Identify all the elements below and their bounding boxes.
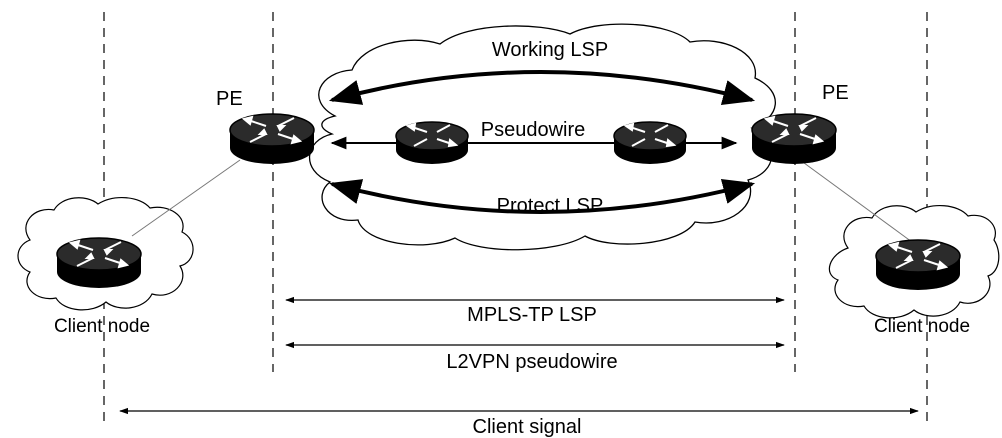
attachment-circuit-right (799, 159, 913, 243)
working-lsp-label: Working LSP (491, 39, 609, 61)
pe-right-label: PE (822, 82, 849, 104)
client-node-right-label: Client node (873, 316, 971, 337)
client-router-left-icon (56, 237, 142, 289)
client-router-right-icon (875, 239, 961, 291)
pseudowire-label: Pseudowire (480, 119, 586, 141)
protect-lsp-label: Protect LSP (496, 195, 604, 217)
protect-lsp-arrow (328, 178, 756, 214)
client-signal-label: Client signal (472, 416, 582, 438)
pe-left-label: PE (216, 88, 243, 110)
client-node-left-label: Client node (53, 316, 151, 337)
attachment-circuit-left (131, 159, 241, 237)
l2vpn-pseudowire-label: L2VPN pseudowire (446, 351, 618, 373)
pe-router-left-icon (229, 113, 315, 165)
pe-router-right-icon (751, 113, 837, 165)
boundary-lines (103, 12, 928, 424)
p-router-left-icon (395, 121, 469, 165)
mpls-tp-lsp-label: MPLS-TP LSP (467, 304, 597, 326)
p-router-right-icon (613, 121, 687, 165)
working-lsp-arrow (328, 70, 756, 106)
